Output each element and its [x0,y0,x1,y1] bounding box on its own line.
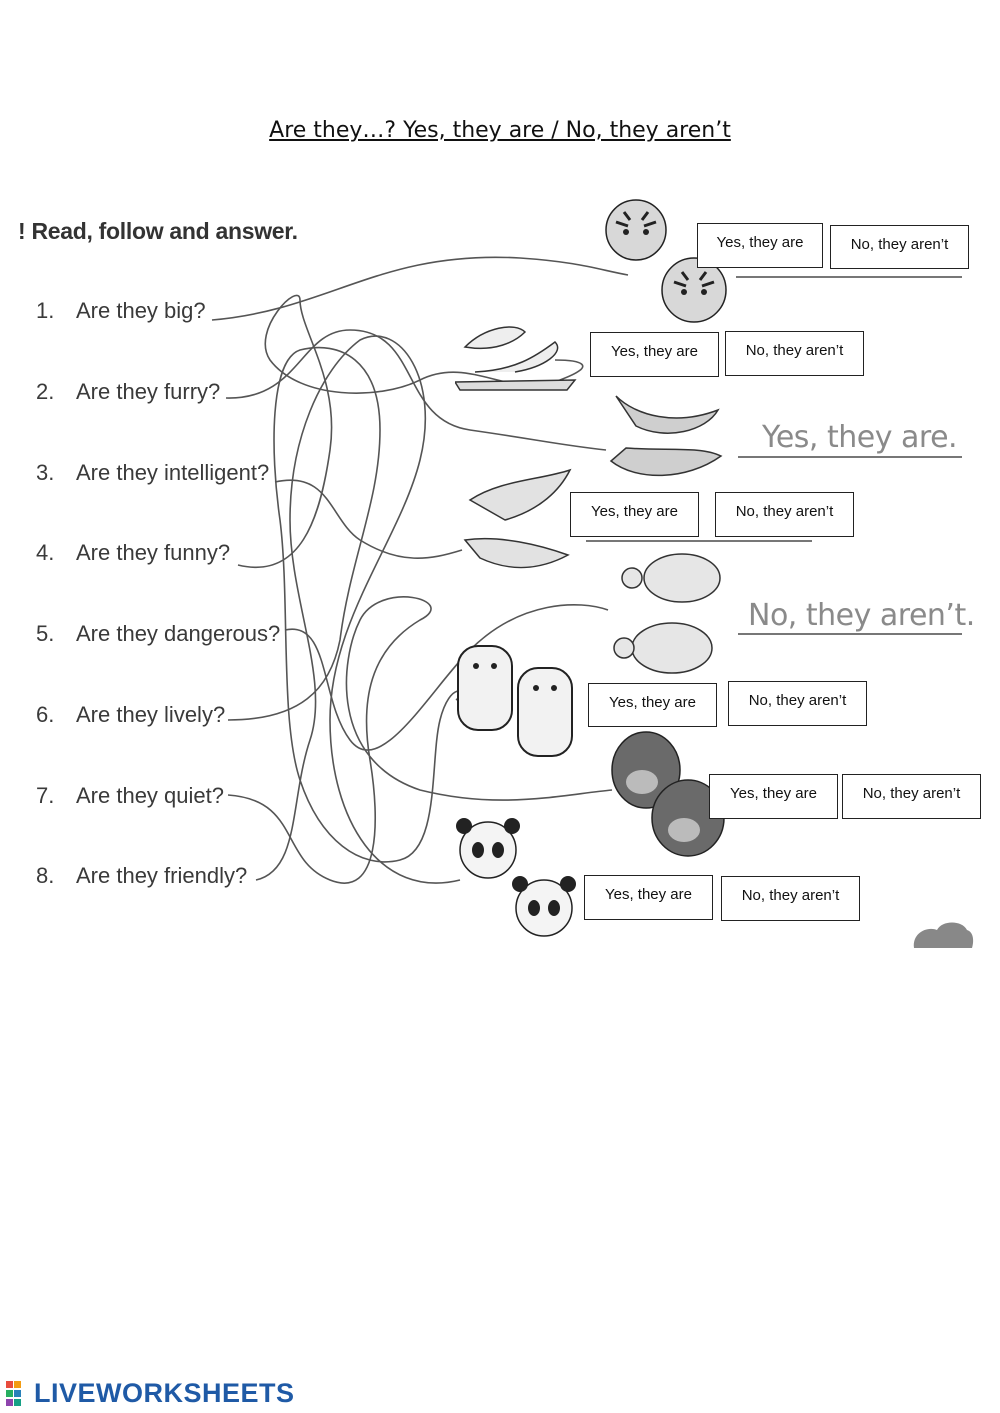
turtles-answer-line [738,633,962,635]
question-1: 1. Are they big? [36,298,206,324]
whale-icon [609,395,723,477]
question-2: 2. Are they furry? [36,379,220,405]
question-3: 3. Are they intelligent? [36,460,269,486]
question-number: 8. [36,863,55,888]
instruction: ! Read, follow and answer. [18,218,298,244]
question-text: Are they lively? [76,702,226,727]
question-text: Are they intelligent? [76,460,270,485]
question-number: 5. [36,621,55,646]
question-6: 6. Are they lively? [36,702,225,728]
dolphin-icon [463,468,572,569]
question-text: Are they quiet? [76,783,224,808]
footer-logo: LIVEWORKSHEETS [6,1378,295,1409]
hippo-icon [457,645,573,757]
seals-no-button[interactable]: No, they aren’t [725,331,864,376]
example-answer-turtles: No, they aren’t. [748,598,975,633]
question-5: 5. Are they dangerous? [36,621,280,647]
question-text: Are they furry? [76,379,221,404]
question-text: Are they big? [76,298,206,323]
pandas-yes-button[interactable]: Yes, they are [584,875,713,920]
gorilla-icon [611,731,725,857]
tigers-yes-button[interactable]: Yes, they are [697,223,823,268]
dolphins-yes-button[interactable]: Yes, they are [570,492,699,537]
tigers-answer-line [736,276,962,278]
pandas-no-button[interactable]: No, they aren’t [721,876,860,921]
question-number: 1. [36,298,55,323]
question-text: Are they funny? [76,540,231,565]
example-answer-whales: Yes, they are. [762,420,958,455]
tiger-icon [605,199,727,323]
seal-icon [455,326,577,391]
question-number: 4. [36,540,55,565]
question-number: 7. [36,783,55,808]
dolphins-answer-line [586,540,812,542]
footer-logo-text: LIVEWORKSHEETS [34,1378,295,1408]
seals-yes-button[interactable]: Yes, they are [590,332,719,377]
page-corner-icon [913,922,974,948]
panda-icon [456,818,576,937]
maze-lines [211,256,629,884]
whales-answer-line [738,456,962,458]
question-number: 6. [36,702,55,727]
gorillas-no-button[interactable]: No, they aren’t [842,774,981,819]
question-number: 2. [36,379,55,404]
gorillas-yes-button[interactable]: Yes, they are [709,774,838,819]
tigers-no-button[interactable]: No, they aren’t [830,225,969,269]
question-number: 3. [36,460,55,485]
question-4: 4. Are they funny? [36,540,230,566]
hippos-yes-button[interactable]: Yes, they are [588,683,717,727]
liveworksheets-logo-icon [6,1380,21,1406]
hippos-no-button[interactable]: No, they aren’t [728,681,867,726]
turtle-icon [613,553,721,674]
question-8: 8. Are they friendly? [36,863,247,889]
dolphins-no-button[interactable]: No, they aren’t [715,492,854,537]
question-text: Are they friendly? [76,863,248,888]
question-text: Are they dangerous? [76,621,281,646]
page-title: Are they…? Yes, they are / No, they aren… [269,118,731,143]
question-7: 7. Are they quiet? [36,783,224,809]
